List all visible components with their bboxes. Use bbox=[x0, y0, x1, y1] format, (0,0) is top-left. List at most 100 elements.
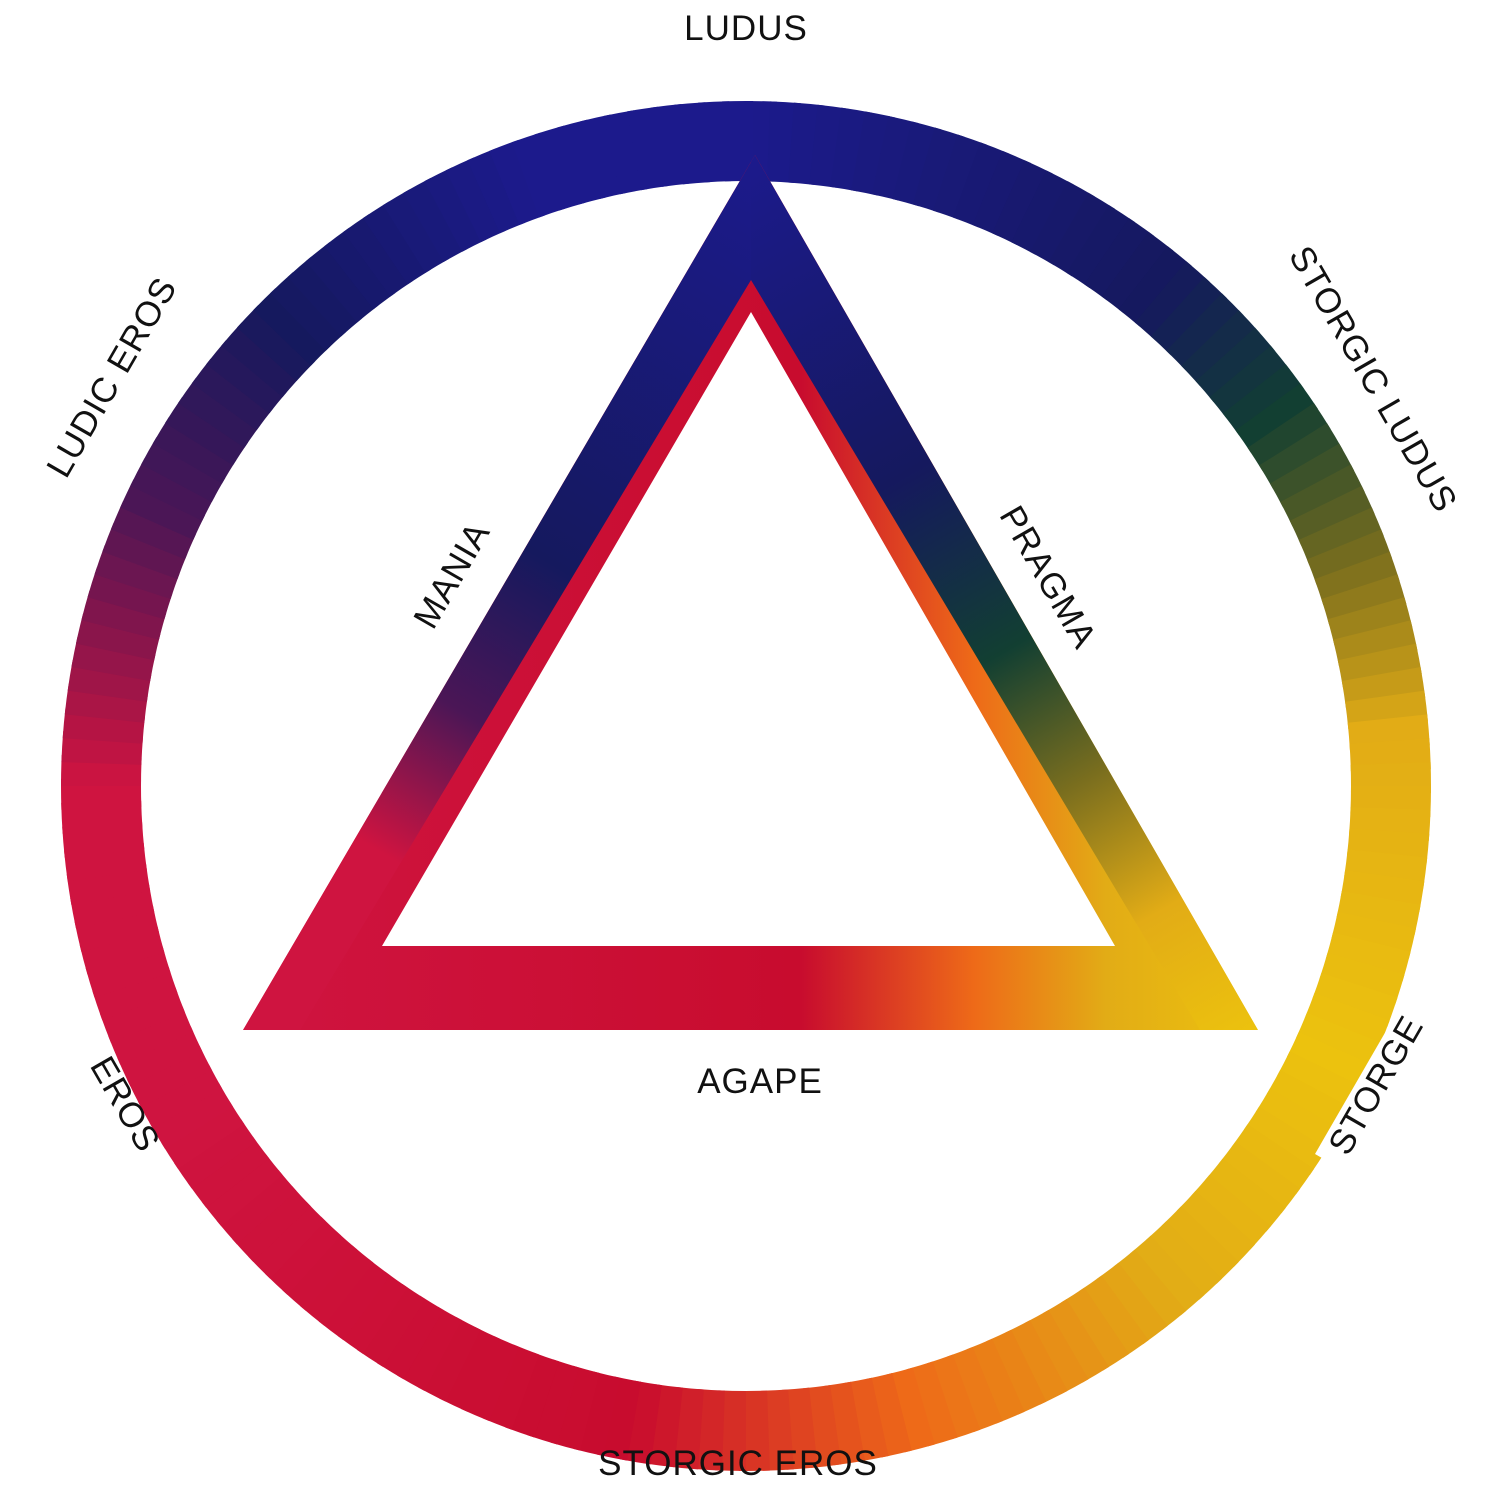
ring-segment bbox=[972, 150, 1032, 236]
ring-segment bbox=[265, 1216, 342, 1296]
ring-segment bbox=[87, 567, 173, 620]
ring-segment bbox=[952, 142, 1010, 228]
ring-segment bbox=[1327, 597, 1413, 646]
ring-segment bbox=[1195, 327, 1276, 402]
ring-segment bbox=[187, 1136, 270, 1208]
ring-segment bbox=[282, 1231, 358, 1311]
ring-segment bbox=[418, 1317, 481, 1402]
ring-segment bbox=[79, 926, 165, 975]
ring-segment bbox=[74, 905, 159, 952]
ring-segment bbox=[830, 107, 873, 192]
ring-segment bbox=[130, 458, 215, 521]
ring-segment bbox=[1205, 1158, 1286, 1232]
ring-segment bbox=[1218, 1141, 1301, 1214]
ring-segment bbox=[318, 1258, 391, 1341]
ring-segment bbox=[67, 659, 152, 702]
ring-segment bbox=[174, 1119, 257, 1189]
ring-segment bbox=[424, 167, 487, 252]
ring-segment bbox=[1011, 170, 1074, 255]
ring-segment bbox=[1277, 1051, 1362, 1114]
ring-segment bbox=[467, 148, 526, 234]
ring-segment bbox=[141, 437, 226, 502]
ring-segment bbox=[1079, 1275, 1149, 1358]
ring-segment bbox=[1061, 1287, 1130, 1371]
ring-segment bbox=[102, 522, 188, 580]
ring-segment bbox=[1306, 529, 1393, 586]
ring-segment bbox=[305, 241, 379, 323]
ring-segment bbox=[886, 1367, 935, 1453]
ring-segment bbox=[362, 201, 431, 285]
ring-segment bbox=[152, 416, 237, 484]
ring-segment bbox=[149, 1082, 233, 1149]
ring-segment bbox=[1298, 507, 1384, 566]
ring-segment bbox=[110, 500, 196, 560]
ring-segment bbox=[580, 114, 627, 199]
ring-segment bbox=[1130, 1235, 1205, 1316]
ring-segment bbox=[376, 1295, 444, 1380]
ring-segment bbox=[287, 256, 362, 337]
ring-segment bbox=[108, 1006, 194, 1065]
ring-segment bbox=[253, 288, 331, 366]
ring-segment bbox=[85, 946, 171, 998]
ring-segment bbox=[1042, 1299, 1109, 1383]
ring-segment bbox=[511, 132, 566, 218]
ring-segment bbox=[117, 1026, 203, 1087]
ring-segment bbox=[81, 590, 167, 640]
ring-segment bbox=[1321, 574, 1407, 626]
ring-segment bbox=[932, 134, 988, 220]
ring-segment bbox=[1005, 1320, 1068, 1405]
ring-segment bbox=[1235, 383, 1318, 453]
ring-segment bbox=[1113, 1249, 1187, 1331]
ring-segment bbox=[504, 1352, 560, 1438]
ring-segment bbox=[619, 1380, 662, 1465]
ring-segment bbox=[596, 1376, 641, 1461]
ring-segment bbox=[161, 1101, 245, 1170]
ring-segment bbox=[216, 1170, 297, 1245]
ring-segment bbox=[1255, 1088, 1340, 1156]
ring-segment bbox=[1176, 1190, 1256, 1267]
ring-segment bbox=[221, 322, 301, 398]
label-ludus: LUDUS bbox=[684, 9, 808, 48]
ring-segment bbox=[1181, 310, 1260, 386]
ring-segment bbox=[906, 1361, 958, 1447]
ring-segment bbox=[120, 479, 206, 540]
ring-segment bbox=[206, 340, 287, 414]
ring-segment bbox=[1331, 911, 1417, 959]
ring-segment bbox=[1191, 1174, 1271, 1250]
ring-segment bbox=[1209, 345, 1291, 419]
ring-segment bbox=[1161, 1206, 1239, 1284]
label-storgic-eros: STORGIC EROS bbox=[598, 1444, 878, 1483]
ring-segment bbox=[1259, 423, 1343, 490]
ring-segment bbox=[1222, 364, 1305, 436]
ring-segment bbox=[99, 986, 186, 1043]
ring-segment bbox=[966, 1338, 1025, 1424]
ring-segment bbox=[137, 1064, 223, 1129]
ring-segment bbox=[71, 636, 156, 681]
ring-segment bbox=[248, 1201, 326, 1279]
ring-segment bbox=[1048, 192, 1116, 277]
ring-segment bbox=[343, 214, 413, 297]
ring-segment bbox=[1084, 218, 1155, 301]
ring-segment bbox=[1024, 1309, 1089, 1395]
ring-segment bbox=[439, 1326, 500, 1412]
ring-segment bbox=[482, 1344, 540, 1430]
ring-segment bbox=[127, 1045, 212, 1108]
ring-segment bbox=[946, 1346, 1003, 1433]
ring-segment bbox=[1325, 932, 1411, 982]
ring-segment bbox=[557, 119, 606, 205]
ring-segment bbox=[1319, 952, 1405, 1005]
ring-segment bbox=[489, 139, 546, 226]
ring-segment bbox=[75, 613, 161, 661]
ring-segment bbox=[1333, 620, 1418, 667]
ring-segment bbox=[1101, 231, 1174, 314]
ring-segment bbox=[1269, 443, 1355, 508]
ring-segment bbox=[871, 115, 919, 201]
ring-segment bbox=[1296, 1012, 1382, 1072]
label-agape: AGAPE bbox=[697, 1062, 823, 1101]
ring-segment bbox=[1166, 293, 1244, 371]
ring-segment bbox=[92, 966, 178, 1021]
ring-segment bbox=[403, 177, 468, 263]
ring-segment bbox=[1243, 1106, 1327, 1175]
ring-segment bbox=[178, 377, 261, 448]
ring-segment bbox=[397, 1306, 462, 1391]
